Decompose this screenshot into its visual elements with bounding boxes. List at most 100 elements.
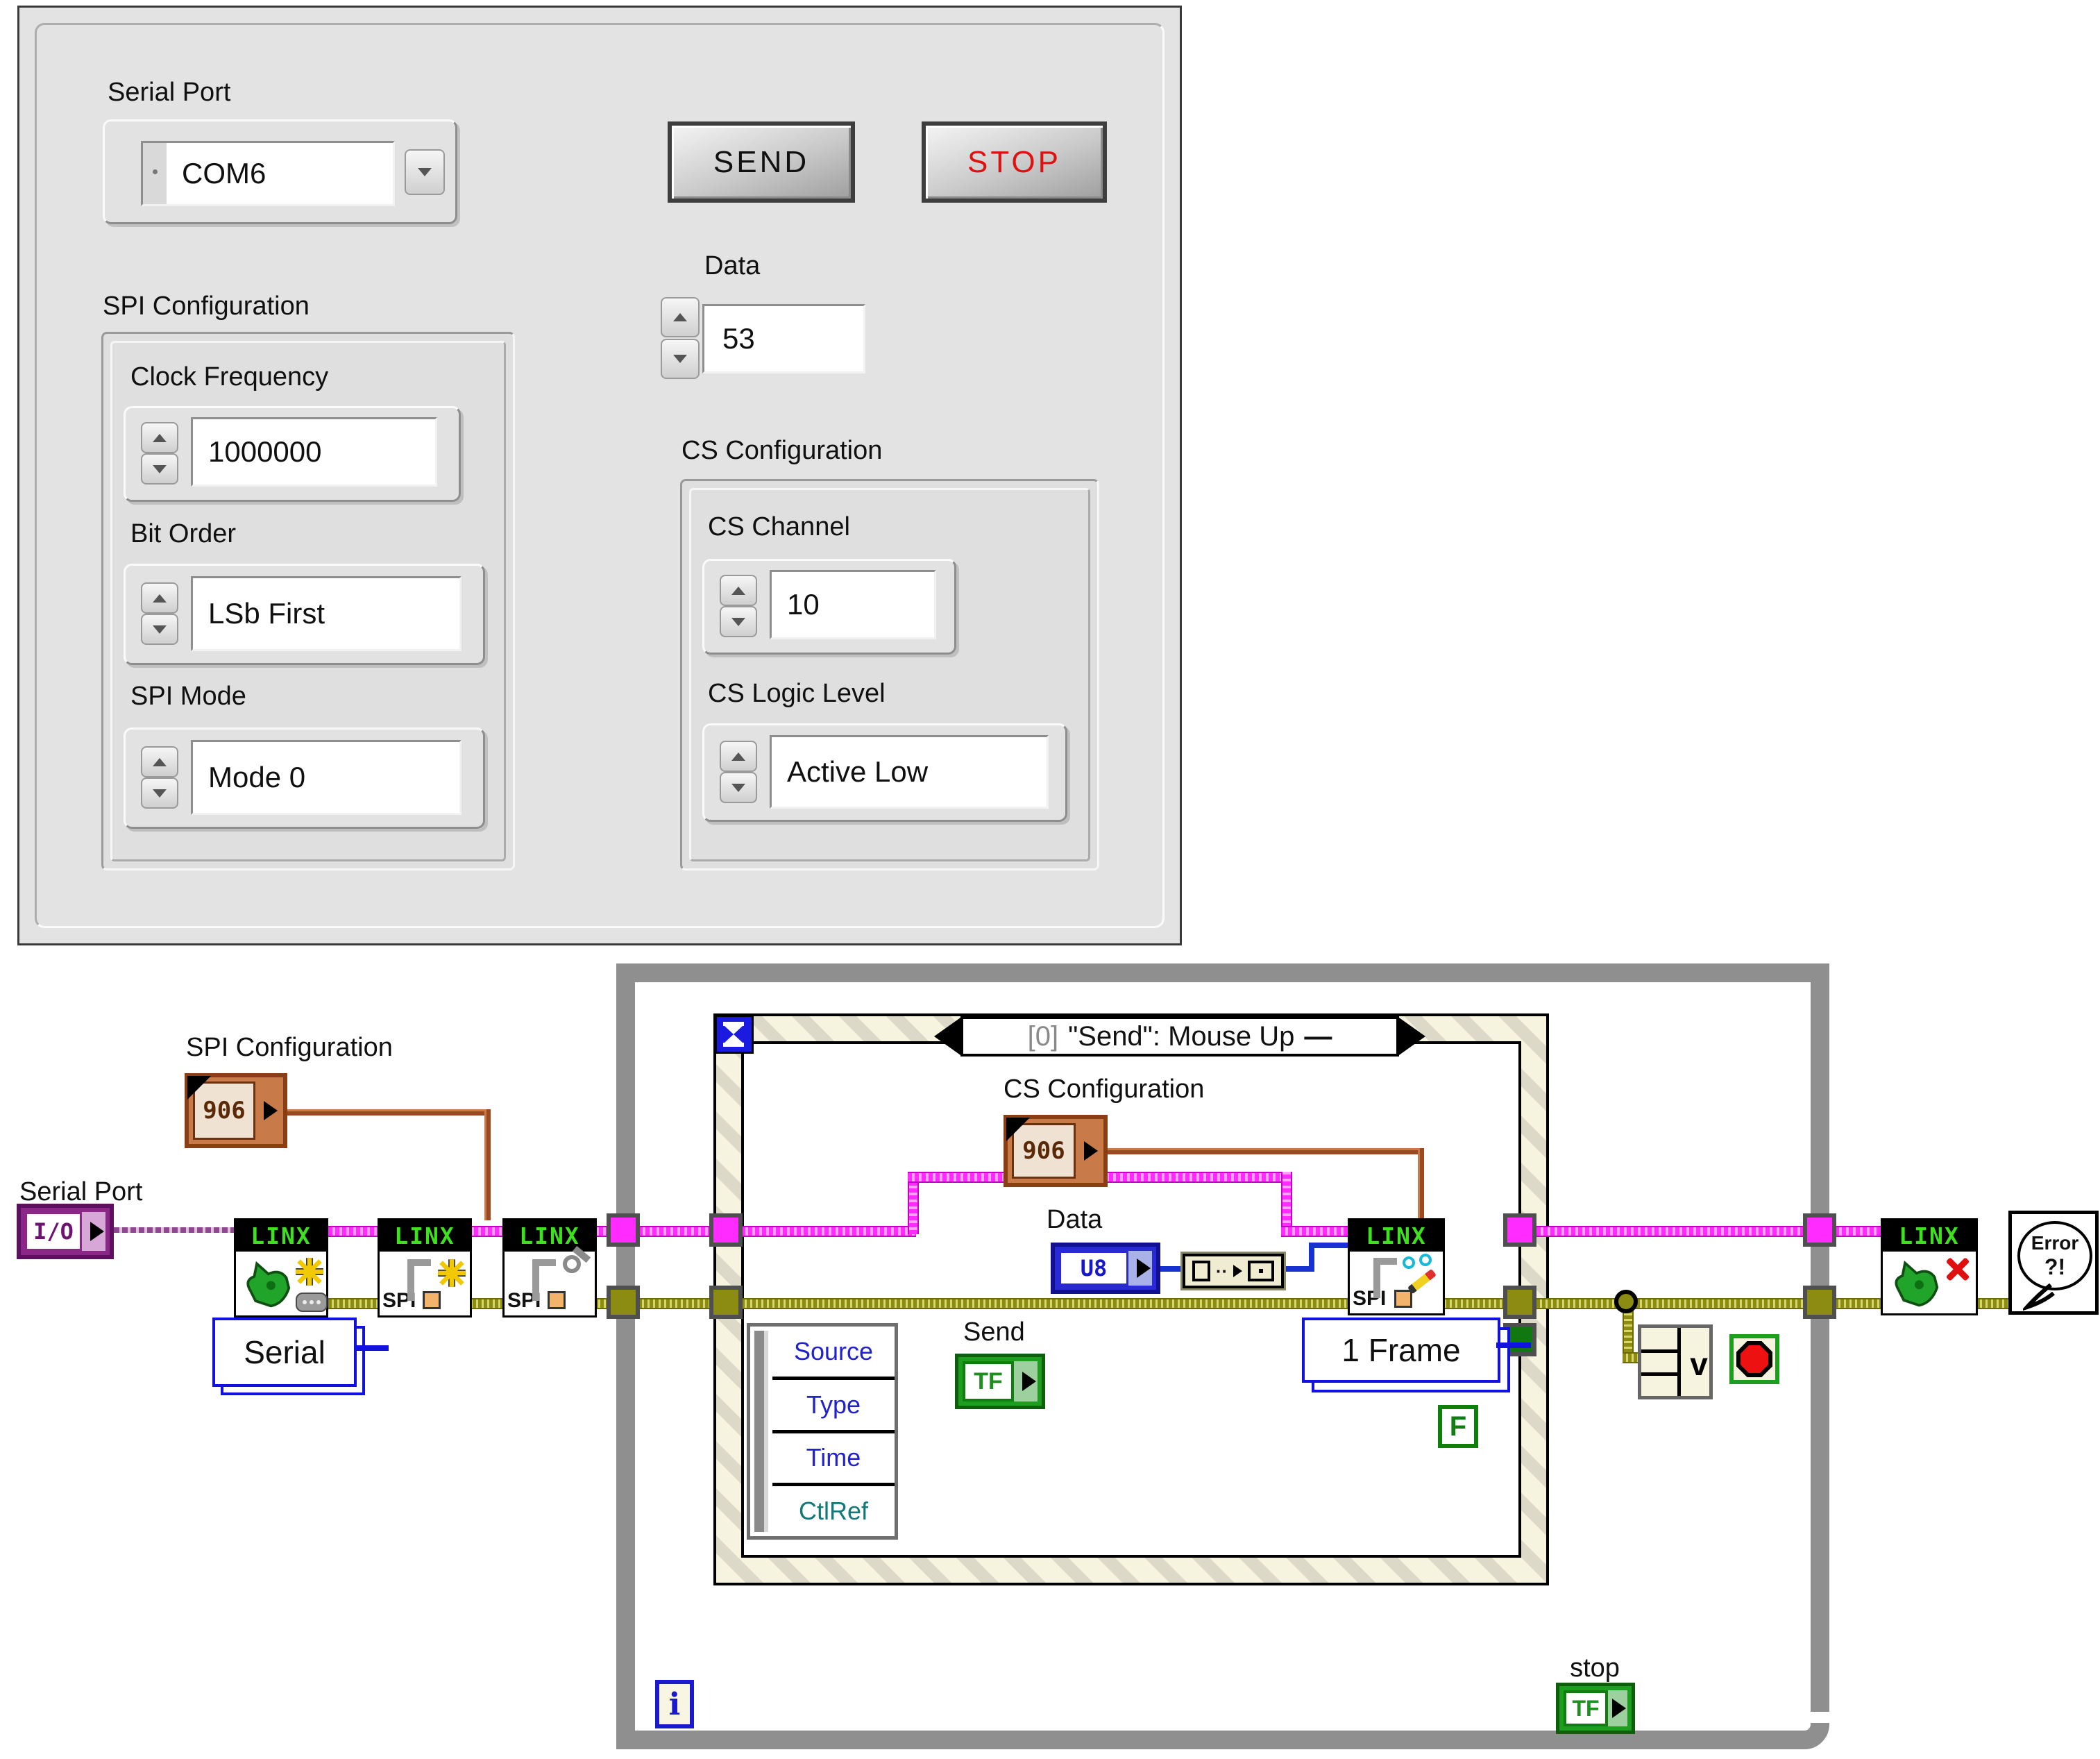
data-spinner[interactable] bbox=[661, 297, 700, 379]
dog-icon bbox=[1895, 1260, 1939, 1307]
arrow-down-icon bbox=[153, 464, 167, 473]
event-field-source[interactable]: Source bbox=[772, 1327, 895, 1380]
cs-channel-field[interactable]: 10 bbox=[770, 570, 936, 639]
tunnel-error bbox=[1803, 1286, 1836, 1319]
false-constant[interactable]: F bbox=[1438, 1405, 1478, 1448]
increment-button[interactable] bbox=[141, 582, 178, 614]
decrement-button[interactable] bbox=[661, 338, 700, 379]
divider bbox=[1677, 1328, 1681, 1396]
spi-mode-spinner[interactable] bbox=[141, 746, 178, 809]
arrow-down-icon bbox=[153, 789, 167, 798]
send-boolean-terminal[interactable]: TF bbox=[955, 1354, 1045, 1409]
corner-fold-icon bbox=[1006, 1118, 1030, 1141]
serial-port-combobox[interactable]: COM6 bbox=[103, 119, 457, 224]
terminal-strip bbox=[1608, 1690, 1627, 1726]
stop-button-label: STOP bbox=[967, 144, 1061, 179]
linx-resource-wire bbox=[1835, 1226, 1881, 1237]
linx-resource-wire bbox=[908, 1172, 919, 1234]
event-case-selector[interactable]: [0] "Send": Mouse Up — bbox=[960, 1016, 1399, 1057]
bit-order-field[interactable]: LSb First bbox=[191, 576, 462, 651]
stop-boolean-terminal[interactable]: TF bbox=[1556, 1683, 1635, 1734]
arrow-icon bbox=[1233, 1265, 1243, 1277]
serial-port-field[interactable]: COM6 bbox=[141, 141, 395, 206]
iteration-terminal[interactable]: i bbox=[655, 1680, 694, 1728]
linx-serial-initialize-node[interactable]: LINX bbox=[234, 1218, 328, 1318]
while-loop-border bbox=[616, 963, 1829, 1749]
next-case-arrow[interactable] bbox=[1399, 1018, 1425, 1055]
linx-spi-write-node[interactable]: LINX SPI bbox=[1348, 1218, 1445, 1315]
loop-condition-terminal[interactable] bbox=[1729, 1334, 1779, 1384]
send-button[interactable]: SEND bbox=[668, 121, 855, 203]
combo-dropdown-button[interactable] bbox=[405, 149, 445, 195]
bit-order-control[interactable]: LSb First bbox=[124, 564, 485, 665]
increment-button[interactable] bbox=[141, 746, 178, 777]
bit-order-label: Bit Order bbox=[130, 519, 237, 548]
gear-icon bbox=[563, 1255, 581, 1273]
stop-button[interactable]: STOP bbox=[922, 121, 1107, 203]
linx-resource-wire bbox=[1281, 1226, 1350, 1237]
channel-square-icon bbox=[548, 1291, 566, 1309]
cs-logic-level-control[interactable]: Active Low bbox=[702, 723, 1067, 822]
event-data-node[interactable]: Source Type Time CtlRef bbox=[747, 1323, 898, 1540]
clock-frequency-field[interactable]: 1000000 bbox=[191, 417, 437, 487]
linx-header: LINX bbox=[235, 1220, 327, 1252]
previous-case-arrow[interactable] bbox=[934, 1018, 960, 1055]
cs-channel-value: 10 bbox=[787, 588, 820, 621]
cs-configuration-label: CS Configuration bbox=[681, 436, 883, 465]
error-wire bbox=[638, 1298, 712, 1309]
channel-square-icon bbox=[1394, 1290, 1412, 1308]
decrement-button[interactable] bbox=[141, 777, 178, 809]
spi-configuration-terminal[interactable]: 906 bbox=[185, 1073, 287, 1148]
data-value: 53 bbox=[722, 322, 755, 355]
build-array-node[interactable]: ·· bbox=[1180, 1252, 1286, 1290]
increment-button[interactable] bbox=[141, 422, 178, 453]
spi-mode-field[interactable]: Mode 0 bbox=[191, 740, 462, 815]
cs-channel-spinner[interactable] bbox=[720, 575, 757, 637]
output-arrow-icon bbox=[1137, 1259, 1151, 1278]
serial-constant[interactable]: Serial bbox=[212, 1318, 357, 1387]
increment-button[interactable] bbox=[720, 575, 757, 606]
arrow-up-icon bbox=[731, 586, 745, 595]
simple-error-handler-node[interactable]: Error ?! bbox=[2008, 1211, 2099, 1315]
linx-close-node[interactable]: LINX bbox=[1881, 1218, 1978, 1315]
increment-button[interactable] bbox=[720, 741, 757, 772]
decrement-button[interactable] bbox=[141, 614, 178, 645]
decrement-button[interactable] bbox=[720, 606, 757, 637]
io-glyph: I/O bbox=[25, 1212, 82, 1251]
timeout-terminal[interactable] bbox=[715, 1015, 754, 1054]
clock-frequency-spinner[interactable] bbox=[141, 422, 178, 485]
hourglass-icon bbox=[725, 1026, 743, 1034]
arrow-up-icon bbox=[673, 313, 687, 322]
one-frame-constant[interactable]: 1 Frame bbox=[1302, 1318, 1500, 1383]
event-field-ctlref[interactable]: CtlRef bbox=[798, 1497, 869, 1526]
bit-order-spinner[interactable] bbox=[141, 582, 178, 645]
spi-mode-control[interactable]: Mode 0 bbox=[124, 727, 485, 829]
cs-channel-control[interactable]: 10 bbox=[702, 559, 956, 655]
false-constant-text: F bbox=[1449, 1411, 1467, 1442]
connector-icon bbox=[296, 1293, 328, 1312]
serial-port-value: COM6 bbox=[182, 157, 266, 190]
tunnel-resource bbox=[607, 1213, 640, 1247]
data-terminal[interactable]: U8 bbox=[1051, 1243, 1160, 1294]
decrement-button[interactable] bbox=[720, 772, 757, 803]
event-field-type[interactable]: Type bbox=[772, 1380, 895, 1433]
cs-configuration-terminal[interactable]: 906 bbox=[1004, 1115, 1108, 1187]
linx-spi-open-node[interactable]: LINX SPI bbox=[378, 1218, 472, 1318]
linx-header: LINX bbox=[379, 1220, 471, 1252]
output-arrow-icon bbox=[1612, 1699, 1626, 1718]
cs-logic-level-field[interactable]: Active Low bbox=[770, 735, 1049, 809]
serial-port-terminal[interactable]: I/O bbox=[17, 1204, 114, 1259]
cs-logic-level-spinner[interactable] bbox=[720, 741, 757, 803]
output-arrow-icon bbox=[90, 1222, 104, 1241]
constant-stub-wire bbox=[354, 1345, 389, 1351]
decrement-button[interactable] bbox=[141, 453, 178, 485]
clock-frequency-control[interactable]: 1000000 bbox=[124, 406, 461, 502]
data-field[interactable]: 53 bbox=[702, 304, 865, 373]
linx-spi-configure-node[interactable]: LINX SPI bbox=[502, 1218, 597, 1318]
arrow-down-icon bbox=[673, 354, 687, 363]
serial-port-label: Serial Port bbox=[108, 78, 231, 107]
increment-button[interactable] bbox=[661, 297, 700, 338]
event-field-time[interactable]: Time bbox=[772, 1433, 895, 1487]
unbundle-or-node[interactable]: v bbox=[1638, 1324, 1713, 1399]
